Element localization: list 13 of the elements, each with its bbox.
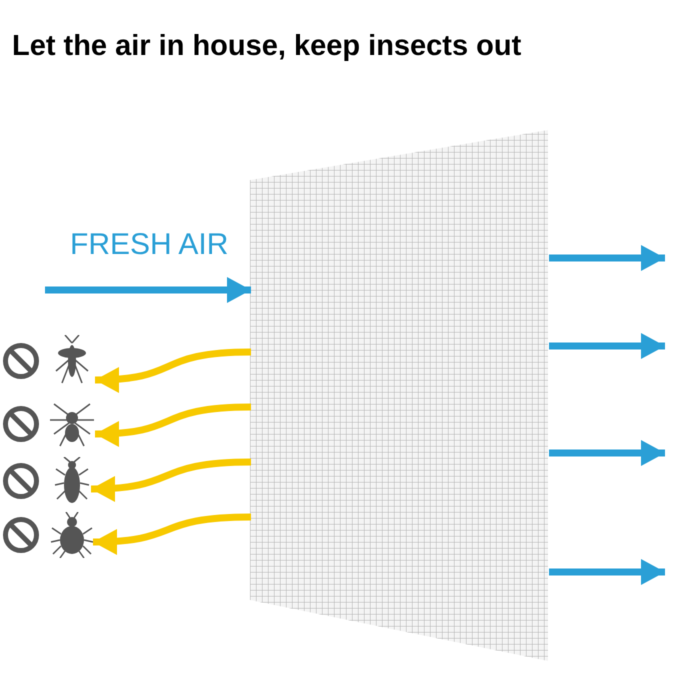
title: Let the air in house, keep insects out <box>12 30 522 63</box>
arrow <box>549 559 665 585</box>
tick-icon <box>50 512 94 558</box>
arrow <box>45 277 251 303</box>
arrow <box>94 404 252 446</box>
arrow <box>90 458 252 502</box>
arrow <box>94 348 252 392</box>
arrow <box>92 514 252 554</box>
screen-mesh-drawing <box>250 128 550 663</box>
arrow <box>549 245 665 271</box>
beetle-icon <box>52 457 92 505</box>
arrow <box>549 440 665 466</box>
arrow <box>549 333 665 359</box>
